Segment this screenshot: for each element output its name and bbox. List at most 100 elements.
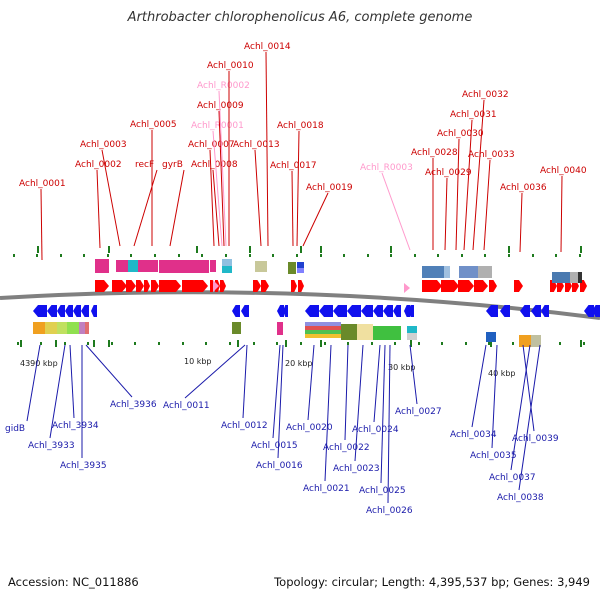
feature-block[interactable]	[297, 268, 304, 273]
reverse-gene-arrow[interactable]	[383, 305, 393, 317]
feature-block[interactable]	[210, 260, 216, 272]
reverse-gene-arrow[interactable]	[500, 305, 510, 317]
feature-block[interactable]	[95, 259, 109, 273]
gene-label-top[interactable]: Achl_0030	[437, 129, 484, 139]
reverse-gene-arrow[interactable]	[232, 305, 240, 317]
gene-label-bottom[interactable]: Achl_0015	[251, 441, 298, 451]
gene-label-bottom[interactable]: Achl_3935	[60, 461, 107, 471]
gene-label-bottom[interactable]: Achl_0024	[352, 425, 399, 435]
gene-label-bottom[interactable]: Achl_3933	[28, 441, 75, 451]
gene-label-bottom[interactable]: Achl_0038	[497, 493, 544, 503]
feature-block[interactable]	[85, 322, 89, 334]
feature-block[interactable]	[444, 266, 450, 278]
forward-gene-arrow[interactable]	[291, 280, 297, 292]
gene-label-top[interactable]: Achl_0009	[197, 101, 244, 111]
reverse-gene-arrow[interactable]	[333, 305, 347, 317]
feature-block[interactable]	[116, 260, 128, 272]
forward-gene-arrow[interactable]	[136, 280, 144, 292]
gene-label-top[interactable]: recF	[135, 160, 154, 170]
gene-label-top[interactable]: Achl_0018	[277, 121, 324, 131]
forward-gene-arrow[interactable]	[144, 280, 150, 292]
feature-block[interactable]	[232, 322, 241, 334]
forward-gene-arrow[interactable]	[159, 280, 181, 292]
gene-label-bottom[interactable]: Achl_0011	[163, 401, 210, 411]
forward-gene-arrow[interactable]	[253, 280, 261, 292]
forward-gene-arrow[interactable]	[422, 280, 442, 292]
feature-block[interactable]	[33, 322, 45, 334]
reverse-gene-arrow[interactable]	[57, 305, 65, 317]
gene-label-bottom[interactable]: Achl_0021	[303, 484, 350, 494]
feature-block[interactable]	[222, 259, 232, 266]
reverse-gene-arrow[interactable]	[531, 305, 541, 317]
gene-label-top[interactable]: Achl_0001	[19, 179, 66, 189]
feature-block[interactable]	[570, 272, 578, 283]
feature-block[interactable]	[341, 324, 357, 340]
forward-gene-arrow[interactable]	[441, 280, 459, 292]
reverse-gene-arrow[interactable]	[404, 305, 410, 317]
feature-block[interactable]	[255, 261, 267, 272]
reverse-gene-arrow[interactable]	[393, 305, 401, 317]
reverse-gene-arrow[interactable]	[408, 305, 414, 317]
reverse-gene-arrow[interactable]	[241, 305, 249, 317]
feature-block[interactable]	[305, 326, 341, 330]
feature-block[interactable]	[407, 333, 417, 340]
reverse-gene-arrow[interactable]	[91, 305, 97, 317]
gene-label-top[interactable]: Achl_0002	[75, 160, 122, 170]
forward-gene-arrow[interactable]	[489, 280, 497, 292]
reverse-gene-arrow[interactable]	[541, 305, 549, 317]
feature-block[interactable]	[305, 330, 341, 334]
feature-block[interactable]	[159, 260, 209, 273]
gene-label-bottom[interactable]: Achl_0027	[395, 407, 442, 417]
gene-label-bottom[interactable]: Achl_0039	[512, 434, 559, 444]
feature-block[interactable]	[277, 322, 283, 335]
gene-label-top[interactable]: Achl_0028	[411, 148, 458, 158]
gene-label-top[interactable]: Achl_0014	[244, 42, 291, 52]
gene-label-top[interactable]: Achl_0010	[207, 61, 254, 71]
gene-label-top[interactable]: gyrB	[162, 160, 183, 170]
gene-label-top[interactable]: Achl_0007	[188, 140, 235, 150]
gene-label-top[interactable]: Achl_0008	[191, 160, 238, 170]
forward-gene-arrow[interactable]	[151, 280, 159, 292]
feature-block[interactable]	[389, 326, 401, 340]
rna-gene-arrow[interactable]	[404, 283, 410, 293]
reverse-gene-arrow[interactable]	[347, 305, 361, 317]
forward-gene-arrow[interactable]	[182, 280, 208, 292]
gene-label-top[interactable]: Achl_0040	[540, 166, 587, 176]
reverse-gene-arrow[interactable]	[305, 305, 319, 317]
forward-gene-arrow[interactable]	[112, 280, 127, 292]
reverse-gene-arrow[interactable]	[319, 305, 333, 317]
reverse-gene-arrow[interactable]	[592, 305, 600, 317]
feature-block[interactable]	[57, 322, 67, 334]
feature-block[interactable]	[422, 266, 444, 278]
gene-label-top[interactable]: Achl_0013	[233, 140, 280, 150]
feature-block[interactable]	[578, 272, 582, 283]
gene-label-top[interactable]: Achl_0031	[450, 110, 497, 120]
gene-label-top[interactable]: Achl_0017	[270, 161, 317, 171]
reverse-gene-arrow[interactable]	[277, 305, 284, 317]
feature-block[interactable]	[519, 335, 531, 347]
feature-block[interactable]	[297, 262, 304, 268]
forward-gene-arrow[interactable]	[126, 280, 136, 292]
rna-gene-arrow[interactable]	[213, 280, 219, 292]
gene-label-bottom[interactable]: Achl_0016	[256, 461, 303, 471]
feature-block[interactable]	[459, 266, 479, 278]
feature-block[interactable]	[478, 266, 492, 278]
feature-block[interactable]	[79, 322, 85, 334]
reverse-gene-arrow[interactable]	[486, 305, 498, 317]
gene-label-bottom[interactable]: Achl_3934	[52, 421, 99, 431]
feature-block[interactable]	[531, 335, 541, 347]
reverse-gene-arrow[interactable]	[47, 305, 57, 317]
feature-block[interactable]	[552, 272, 570, 283]
gene-label-top[interactable]: Achl_0019	[306, 183, 353, 193]
gene-label-bottom[interactable]: Achl_0022	[323, 443, 370, 453]
feature-block[interactable]	[67, 322, 79, 334]
gene-label-top[interactable]: Achl_0029	[425, 168, 472, 178]
reverse-gene-arrow[interactable]	[65, 305, 73, 317]
feature-block[interactable]	[486, 332, 496, 342]
gene-label-bottom[interactable]: Achl_0026	[366, 506, 413, 516]
feature-block[interactable]	[288, 262, 296, 274]
feature-block[interactable]	[407, 326, 417, 333]
reverse-gene-arrow[interactable]	[520, 305, 530, 317]
forward-gene-arrow[interactable]	[514, 280, 523, 292]
reverse-gene-arrow[interactable]	[361, 305, 373, 317]
